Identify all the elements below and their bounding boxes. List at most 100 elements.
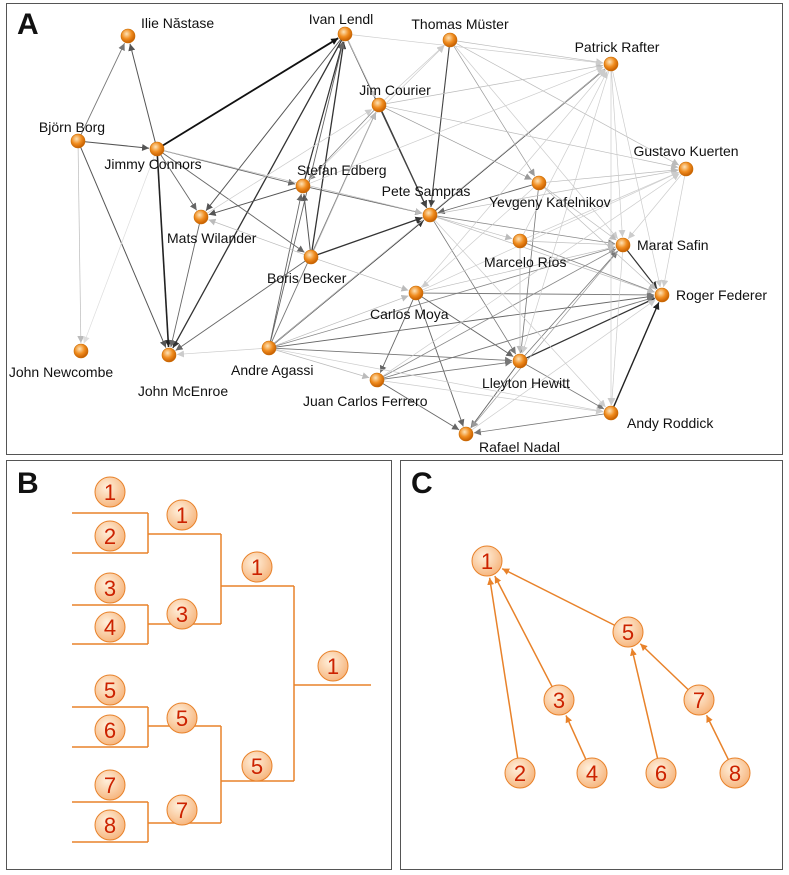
network-edge	[385, 63, 604, 105]
player-token: 7	[94, 769, 126, 801]
token-circle	[94, 714, 126, 746]
network-edge	[163, 150, 423, 215]
token-number: 2	[104, 524, 116, 549]
token-number: 8	[104, 813, 116, 838]
network-edge	[526, 240, 616, 248]
player-node	[531, 175, 547, 191]
player-token: 1	[471, 545, 503, 577]
tree-edge	[494, 575, 553, 688]
network-edge	[436, 216, 513, 241]
player-node	[120, 28, 136, 44]
network-edge	[175, 260, 306, 351]
network-edge	[661, 175, 686, 288]
player-label: Lleyton Hewitt	[482, 375, 570, 391]
network-edge	[275, 347, 513, 364]
tree-edge	[639, 643, 689, 691]
player-node	[337, 26, 353, 42]
player-node	[371, 97, 387, 113]
token-circle	[612, 616, 644, 648]
network-edge	[518, 189, 539, 354]
network-edge	[313, 112, 377, 251]
player-label: Marcelo Ríos	[484, 254, 566, 270]
player-label: John Newcombe	[9, 364, 113, 380]
player-token: 6	[645, 757, 677, 789]
token-circle	[94, 611, 126, 643]
network-edge	[383, 359, 513, 380]
token-number: 7	[176, 798, 188, 823]
network-edge	[301, 193, 311, 251]
player-token: 5	[166, 702, 198, 734]
player-label: Patrick Rafter	[575, 39, 660, 55]
network-edge	[317, 216, 423, 256]
network-edge	[436, 168, 679, 215]
token-number: 5	[176, 706, 188, 731]
player-token: 6	[94, 714, 126, 746]
token-circle	[543, 684, 575, 716]
network-edge	[521, 70, 610, 354]
network-edge	[544, 186, 617, 241]
network-edge	[308, 109, 375, 181]
tree-edge	[630, 648, 659, 759]
network-edge	[417, 299, 465, 427]
player-label: Jimmy Connors	[104, 156, 201, 172]
player-label: Ilie Năstase	[141, 15, 214, 31]
network-edge	[160, 154, 198, 211]
network-edge	[526, 243, 655, 293]
network-edge	[526, 171, 679, 239]
network-edge	[421, 296, 514, 357]
network-edge	[80, 147, 167, 348]
token-number: 6	[104, 718, 116, 743]
network-edge	[456, 40, 604, 66]
player-node	[149, 141, 165, 157]
player-token: 3	[543, 684, 575, 716]
network-edge	[433, 220, 517, 355]
token-circle	[166, 702, 198, 734]
network-edge	[613, 302, 660, 407]
bracket-lines	[72, 512, 371, 843]
network-edge	[437, 184, 533, 215]
network-edge	[470, 366, 517, 428]
token-number: 1	[327, 654, 339, 679]
player-label: Rafael Nadal	[479, 439, 560, 455]
player-token: 5	[241, 750, 273, 782]
network-edge	[525, 364, 605, 410]
network-edge	[347, 40, 376, 98]
network-edge	[274, 68, 606, 344]
player-token: 3	[166, 598, 198, 630]
network-edge	[275, 349, 370, 380]
player-label: Ivan Lendl	[309, 11, 374, 27]
token-circle	[683, 684, 715, 716]
player-token: 7	[683, 684, 715, 716]
token-number: 6	[655, 761, 667, 786]
network-edge	[471, 299, 656, 431]
panel-a-label: A	[17, 8, 39, 41]
player-node	[603, 56, 619, 72]
token-circle	[504, 757, 536, 789]
network-edge	[208, 187, 297, 216]
player-label: Juan Carlos Ferrero	[303, 393, 428, 409]
player-label: Jim Courier	[359, 82, 431, 98]
token-number: 4	[104, 615, 116, 640]
player-token: 4	[576, 757, 608, 789]
network-edge	[382, 173, 680, 377]
player-token: 1	[317, 650, 349, 682]
player-token: 8	[94, 809, 126, 841]
token-circle	[576, 757, 608, 789]
network-edge	[168, 223, 200, 348]
network-edge	[473, 413, 605, 436]
network-edge	[543, 187, 657, 290]
network-edge	[421, 187, 535, 288]
token-circle	[94, 572, 126, 604]
network-edge	[156, 155, 172, 348]
network-edge	[307, 45, 445, 182]
network-edge	[422, 172, 679, 291]
token-number: 5	[622, 620, 634, 645]
player-node	[603, 405, 619, 421]
token-number: 7	[693, 688, 705, 713]
player-token: 8	[719, 757, 751, 789]
token-circle	[166, 499, 198, 531]
tree-edge	[705, 714, 730, 760]
token-circle	[719, 757, 751, 789]
player-label: Marat Safin	[637, 237, 709, 253]
